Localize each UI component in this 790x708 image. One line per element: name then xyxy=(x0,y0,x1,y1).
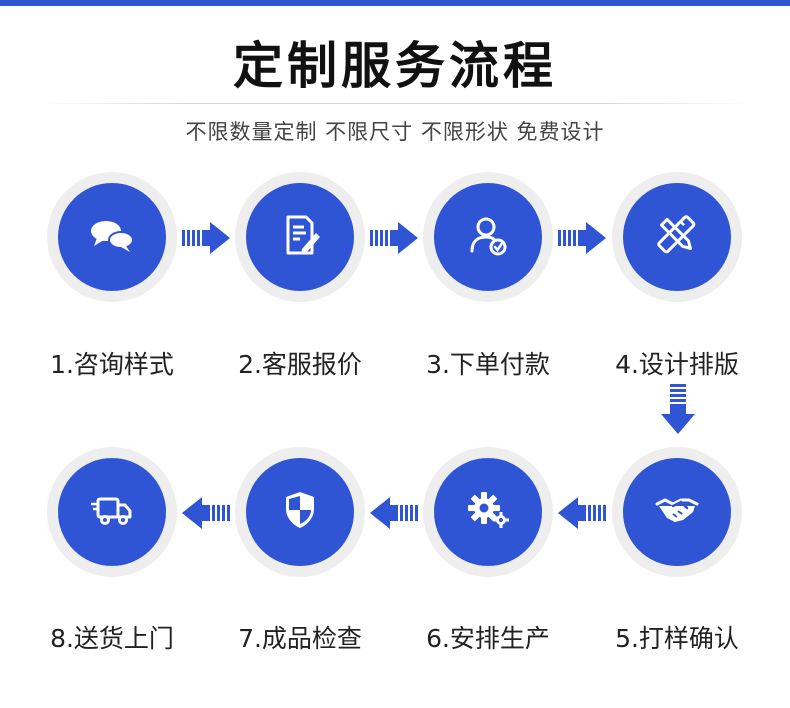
step-4 xyxy=(612,172,742,302)
document-edit-icon xyxy=(276,211,324,263)
arrow-left-1-icon xyxy=(182,497,230,529)
step-2-label: 2.客服报价 xyxy=(238,350,362,379)
delivery-truck-icon xyxy=(88,486,136,538)
arrow-right-2-icon xyxy=(370,222,418,254)
step-8-label: 8.送货上门 xyxy=(50,624,174,653)
user-check-icon xyxy=(464,211,512,263)
step-6 xyxy=(423,447,553,577)
handshake-icon xyxy=(653,486,701,538)
step-5 xyxy=(612,447,742,577)
top-accent-bar xyxy=(0,0,790,6)
step-6-label: 6.安排生产 xyxy=(426,624,550,653)
arrow-right-1-icon xyxy=(182,222,230,254)
step-1 xyxy=(47,172,177,302)
arrow-left-2-icon xyxy=(370,497,418,529)
step-7-label: 7.成品检查 xyxy=(238,624,362,653)
shield-icon xyxy=(276,486,324,538)
pencil-ruler-icon xyxy=(653,211,701,263)
arrow-right-3-icon xyxy=(558,222,606,254)
title-divider xyxy=(40,103,750,104)
step-8 xyxy=(47,447,177,577)
step-2 xyxy=(235,172,365,302)
step-7 xyxy=(235,447,365,577)
step-5-label: 5.打样确认 xyxy=(615,624,739,653)
page-subtitle: 不限数量定制 不限尺寸 不限形状 免费设计 xyxy=(185,120,605,144)
step-4-label: 4.设计排版 xyxy=(615,350,739,379)
gears-icon xyxy=(464,486,512,538)
chat-bubbles-icon xyxy=(88,211,136,263)
step-1-label: 1.咨询样式 xyxy=(50,350,174,379)
step-3-label: 3.下单付款 xyxy=(426,350,550,379)
arrow-down-icon xyxy=(661,384,695,434)
step-3 xyxy=(423,172,553,302)
arrow-left-3-icon xyxy=(558,497,606,529)
page-title: 定制服务流程 xyxy=(233,37,557,95)
